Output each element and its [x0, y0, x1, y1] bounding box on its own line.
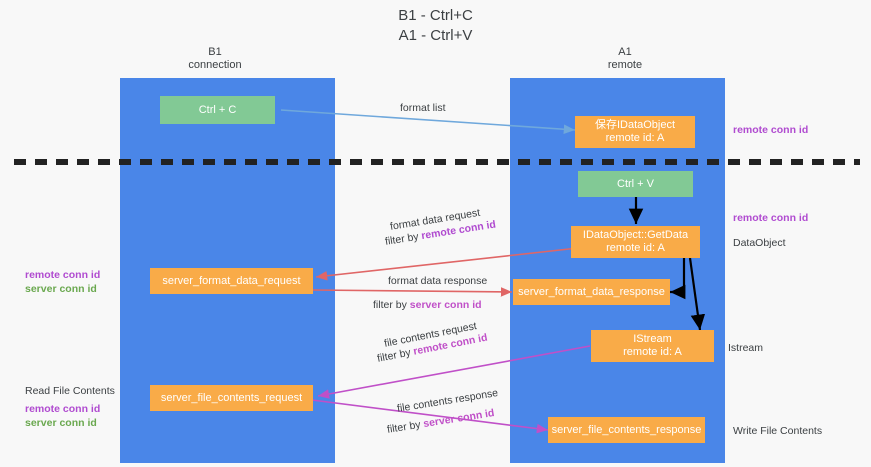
- annotation-left-remote-conn-id: remote conn id: [25, 269, 101, 281]
- node-idataobject-store[interactable]: 保存IDataObject remote id: A: [575, 116, 695, 148]
- node-server-file-contents-response[interactable]: server_file_contents_response: [548, 417, 705, 443]
- column-header-a1: A1 remote: [607, 46, 643, 71]
- annotation-write-file-contents: Write File Contents: [733, 425, 823, 437]
- node-ctrl-c[interactable]: Ctrl + C: [160, 96, 275, 124]
- annotation-dataobject: DataObject: [733, 237, 786, 249]
- edge-label-format-data-response: format data response: [388, 275, 488, 287]
- annotation-read-file-contents: Read File Contents: [25, 385, 115, 397]
- filter-prefix: filter by: [376, 345, 415, 365]
- annotation-left-remote-conn-id-2: remote conn id: [25, 403, 101, 415]
- annotation-left-server-conn-id: server conn id: [25, 283, 97, 295]
- annotation-left-server-conn-id-2: server conn id: [25, 417, 97, 429]
- annotation-right-remote-conn-id-top: remote conn id: [733, 124, 809, 136]
- filter-prefix: filter by: [386, 418, 425, 436]
- node-ctrl-v[interactable]: Ctrl + V: [578, 171, 693, 197]
- annotation-istream: Istream: [728, 342, 764, 354]
- node-server-format-data-request[interactable]: server_format_data_request: [150, 268, 313, 294]
- node-server-format-data-response[interactable]: server_format_data_response: [513, 279, 670, 305]
- filter-key-server-conn-id: server conn id: [422, 407, 496, 431]
- column-header-b1: B1 connection: [188, 46, 242, 71]
- edge-label-format-data-response-filter: filter by server conn id: [373, 298, 482, 312]
- node-istream[interactable]: IStream remote id: A: [591, 330, 714, 362]
- node-idataobject-getdata[interactable]: IDataObject::GetData remote id: A: [571, 226, 700, 258]
- annotation-right-remote-conn-id-mid: remote conn id: [733, 212, 809, 224]
- page-title: B1 - Ctrl+C A1 - Ctrl+V: [398, 7, 473, 44]
- filter-prefix: filter by: [373, 299, 410, 311]
- filter-prefix: filter by: [384, 230, 423, 248]
- node-server-file-contents-request[interactable]: server_file_contents_request: [150, 385, 313, 411]
- filter-key-server-conn-id: server conn id: [409, 299, 482, 311]
- edge-label-format-list: format list: [400, 102, 446, 114]
